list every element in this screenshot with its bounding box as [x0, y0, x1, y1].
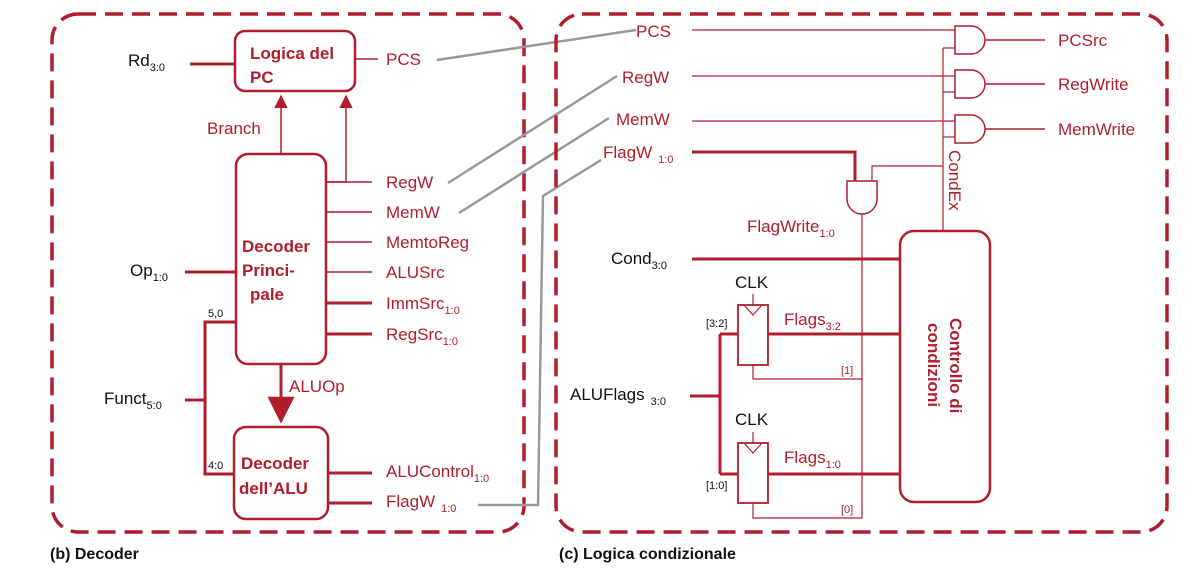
alucontrol-signal-label: ALUControl1:0 [386, 462, 489, 485]
cond-pcs-label: PCS [636, 22, 671, 41]
rd-label: Rd3:0 [128, 51, 165, 74]
bits-3-2-label: [3:2] [706, 318, 727, 330]
pc-logic-label-1: Logica del [250, 44, 334, 63]
regw-signal-label: RegW [386, 173, 433, 192]
caption-conditional-logic: (c) Logica condizionale [559, 546, 736, 563]
funct-to-alu-wire [203, 400, 234, 476]
flags-1-0-register [737, 442, 769, 504]
bits-5-0-label: 5,0 [208, 308, 223, 320]
cond-memw-label: MemW [616, 110, 670, 129]
cond-input-label: Cond3:0 [611, 249, 667, 272]
immsrc-signal-label: ImmSrc1:0 [386, 294, 460, 317]
decoder-boundary [50, 12, 526, 534]
and-gate-flagwrite [846, 180, 878, 215]
condex-to-flag-and-wire [871, 165, 943, 181]
clk1-label: CLK [735, 273, 769, 292]
flagwrite-label: FlagWrite1:0 [747, 217, 835, 240]
alusrc-signal-label: ALUSrc [386, 263, 445, 282]
condition-check-block [898, 229, 992, 504]
regw-connector [447, 74, 618, 185]
memtoreg-signal-label: MemtoReg [386, 233, 469, 252]
ff2-clock-triangle [743, 442, 763, 454]
funct-to-main-wire [203, 320, 236, 400]
pcs-connector [436, 28, 637, 62]
op-label: Op1:0 [130, 261, 168, 284]
flags-1-0-label: Flags1:0 [784, 448, 841, 471]
branch-label: Branch [207, 119, 261, 138]
memwrite-label: MemWrite [1058, 120, 1135, 139]
pcs-signal-label: PCS [386, 50, 421, 69]
bit-1-label: [1] [841, 365, 853, 377]
ff2-enable-wire [752, 503, 862, 519]
and-gate-regwrite [954, 69, 986, 99]
memw-signal-label: MemW [386, 203, 440, 222]
condition-check-label-1: Controllo di [946, 318, 965, 413]
main-decoder-label-3: pale [250, 285, 284, 304]
main-decoder-block [234, 152, 328, 366]
regsrc-signal-label: RegSrc1:0 [386, 325, 458, 348]
ff1-clock-triangle [743, 304, 763, 316]
bit-0-label: [0] [841, 504, 853, 516]
regw-to-pc-wire [326, 94, 353, 183]
flags-3-2-register [737, 304, 769, 366]
flags-3-2-label: Flags3:2 [784, 310, 841, 333]
conditional-logic-boundary [554, 12, 1169, 534]
funct-label: Funct5:0 [104, 389, 162, 412]
pc-logic-block [233, 29, 357, 93]
alu-decoder-label-1: Decoder [241, 454, 309, 473]
pc-logic-label-2: PC [250, 68, 274, 87]
and-gate-pcsrc [954, 25, 986, 55]
main-decoder-label-1: Decoder [242, 237, 310, 256]
clk2-label: CLK [735, 410, 769, 429]
alu-decoder-label-2: dell’ALU [239, 479, 308, 498]
pcsrc-label: PCSrc [1058, 31, 1108, 50]
flagw-in-wire [692, 150, 857, 181]
aluop-label: ALUOp [289, 377, 345, 396]
bits-1-0-label: [1:0] [706, 480, 727, 492]
regwrite-label: RegWrite [1058, 75, 1129, 94]
caption-decoder: (b) Decoder [50, 546, 139, 563]
bits-4-0-label: 4:0 [208, 460, 223, 472]
condex-label: CondEx [945, 150, 964, 211]
condition-check-label-2: condizioni [924, 323, 943, 407]
cond-regw-label: RegW [622, 68, 669, 87]
and-gate-memwrite [954, 114, 986, 144]
main-decoder-label-2: Princi- [242, 261, 295, 280]
alu-decoder-block [232, 425, 330, 521]
memw-connector [458, 116, 610, 215]
ff1-enable-wire [752, 365, 862, 380]
flagw-connector [478, 158, 602, 507]
